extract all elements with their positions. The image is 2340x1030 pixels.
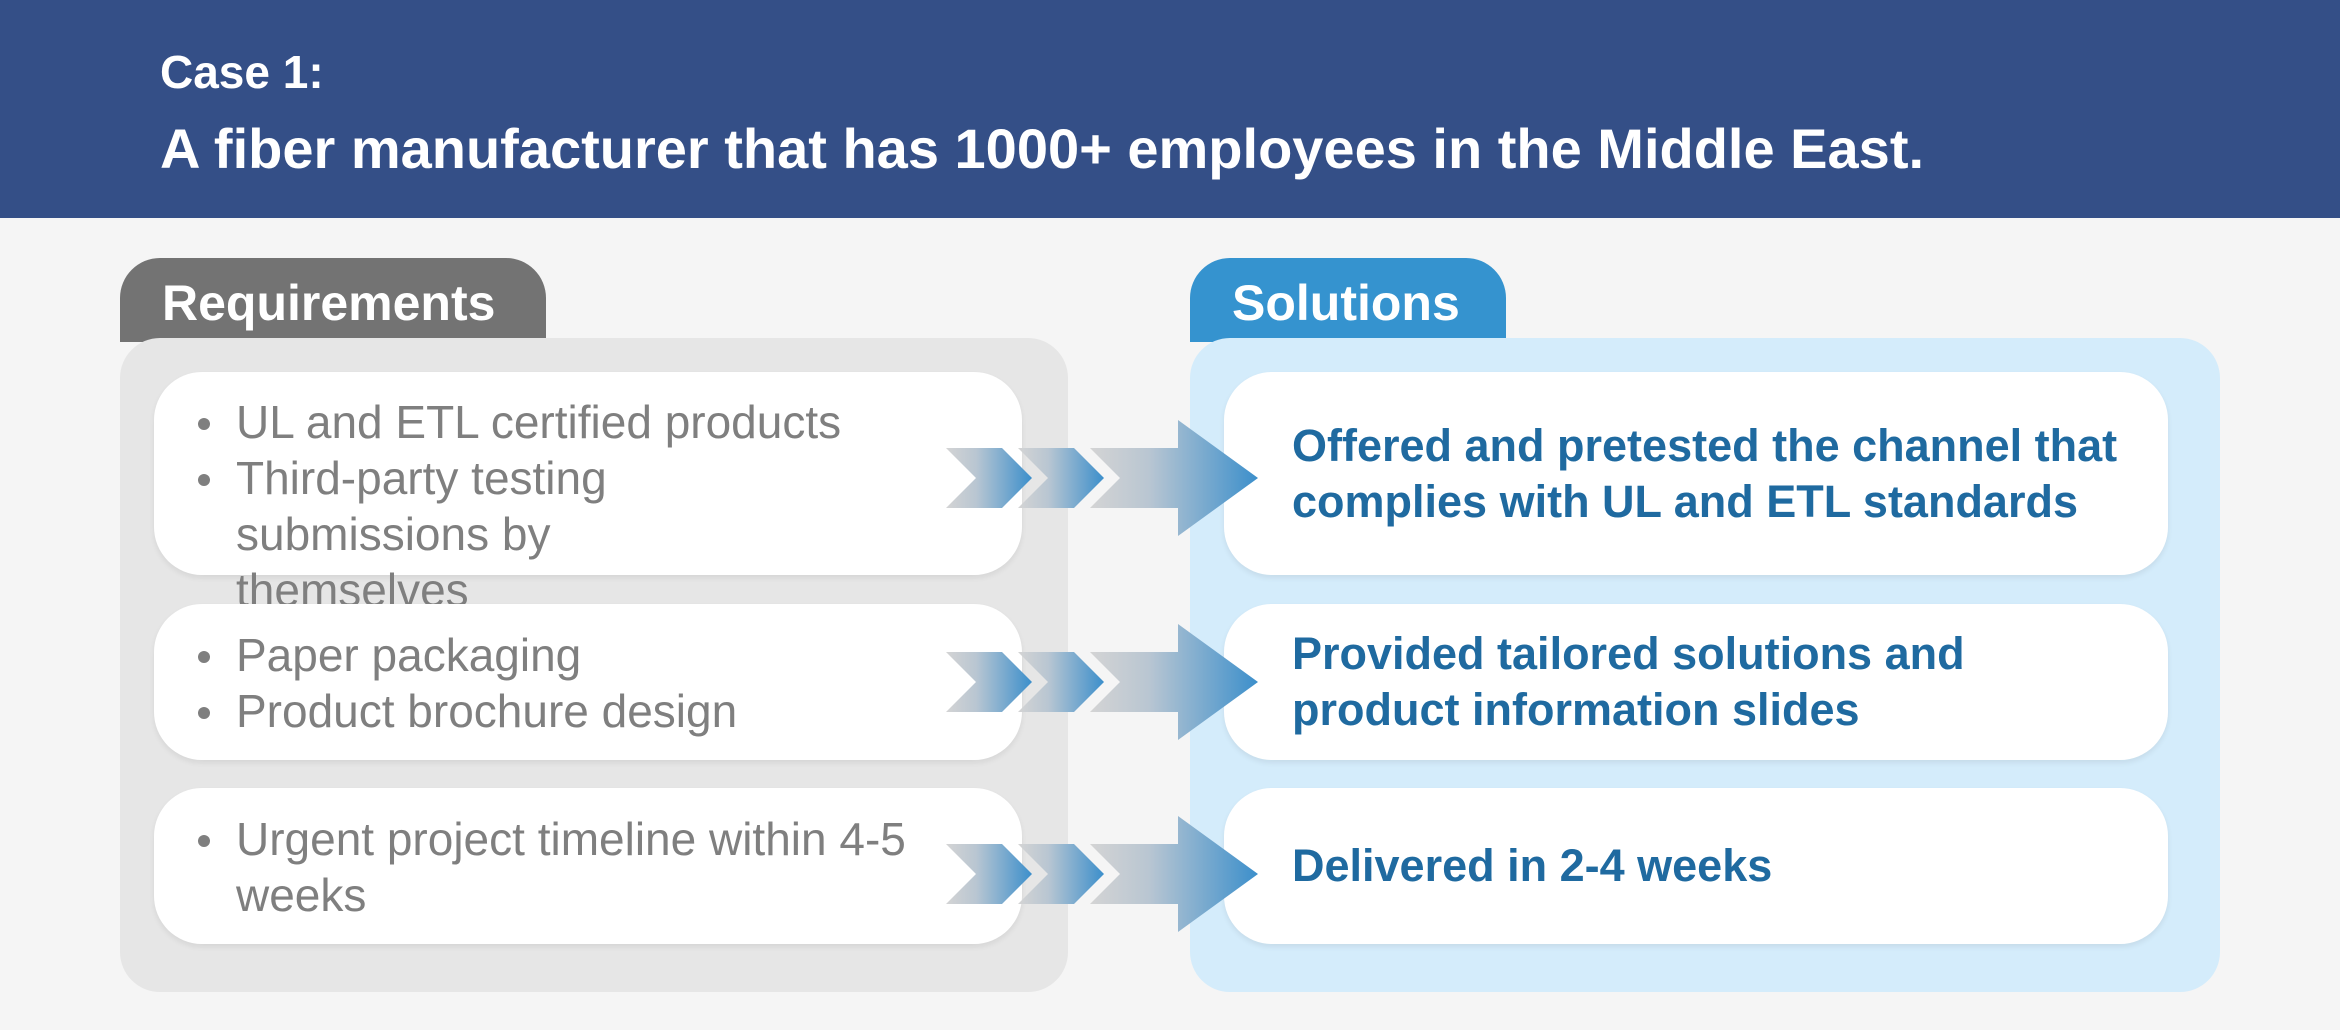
- requirement-item: Third-party testing submissions by thems…: [198, 450, 676, 618]
- solution-text: Delivered in 2-4 weeks: [1292, 840, 1773, 891]
- requirement-list-2: Paper packaging Product brochure design: [154, 627, 737, 739]
- case-label: Case 1:: [160, 46, 324, 98]
- solution-card-3: Delivered in 2-4 weeks: [1224, 788, 2168, 944]
- solution-card-2: Provided tailored solutions and product …: [1224, 604, 2168, 760]
- requirement-item: Paper packaging: [197, 627, 737, 683]
- requirement-list-1: UL and ETL certified products Third-part…: [154, 394, 841, 618]
- requirements-tab: Requirements: [120, 258, 546, 342]
- case-title: A fiber manufacturer that has 1000+ empl…: [160, 117, 1925, 180]
- requirement-item: UL and ETL certified products: [197, 396, 842, 448]
- solution-card-1: Offered and pretested the channel that c…: [1224, 372, 2168, 575]
- header-banner: Case 1: A fiber manufacturer that has 10…: [0, 0, 2340, 218]
- chevron-arrow-icon: [946, 624, 1258, 740]
- solution-text: Offered and pretested the channel that c…: [1292, 419, 2118, 527]
- chevron-arrow-icon: [946, 420, 1258, 536]
- chevron-arrow-icon: [946, 816, 1258, 932]
- requirement-item: Urgent project timeline within 4-5 weeks: [198, 811, 936, 923]
- requirement-item: Product brochure design: [197, 685, 738, 737]
- solution-text: Provided tailored solutions and product …: [1292, 628, 1965, 735]
- requirement-list-3: Urgent project timeline within 4-5 weeks: [154, 811, 936, 923]
- requirement-card-2: Paper packaging Product brochure design: [154, 604, 1022, 760]
- requirement-card-3: Urgent project timeline within 4-5 weeks: [154, 788, 1022, 944]
- requirement-card-1: UL and ETL certified products Third-part…: [154, 372, 1022, 616]
- solutions-tab: Solutions: [1190, 258, 1506, 342]
